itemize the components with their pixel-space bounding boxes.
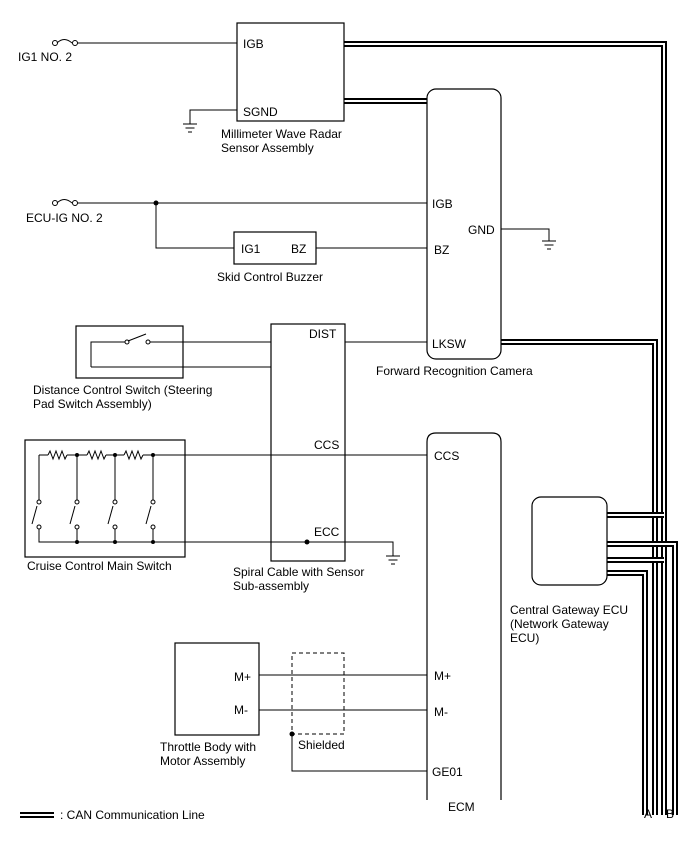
ecm-box	[426, 432, 502, 800]
ecm-label: ECM	[448, 800, 475, 814]
spiral-label-line2: Sub-assembly	[233, 579, 309, 593]
ig1-source-label: IG1 NO. 2	[18, 50, 72, 64]
fuse-ig1	[52, 39, 237, 46]
buzzer-pin-ig1: IG1	[241, 242, 261, 256]
ecm-pin-ccs: CCS	[434, 449, 459, 463]
distance-switch-label-line2: Pad Switch Assembly)	[33, 397, 152, 411]
throttle-pin-mplus: M+	[234, 670, 251, 684]
spiral-pin-dist: DIST	[309, 327, 337, 341]
gateway-label-line3: ECU)	[510, 631, 539, 645]
spiral-cable-box	[270, 323, 346, 562]
spiral-label-line1: Spiral Cable with Sensor	[233, 565, 364, 579]
camera-pin-gnd: GND	[468, 223, 495, 237]
gateway-box	[531, 496, 608, 586]
connector-a-label: A	[644, 807, 652, 821]
shield-ground-wire	[291, 734, 427, 772]
ecm-pin-ge01: GE01	[432, 765, 463, 779]
can-bus-lines	[344, 41, 678, 815]
spiral-pin-ccs: CCS	[314, 438, 339, 452]
shield-box	[291, 652, 345, 735]
distance-switch-label-line1: Distance Control Switch (Steering	[33, 383, 212, 397]
buzzer-pin-bz: BZ	[291, 242, 306, 256]
gateway-label-line1: Central Gateway ECU	[510, 603, 628, 617]
throttle-body-box	[174, 642, 260, 736]
cruise-switch-label: Cruise Control Main Switch	[27, 559, 172, 573]
fuse-ecu-ig	[52, 199, 427, 249]
gateway-label-line2: (Network Gateway	[510, 617, 609, 631]
buzzer-label: Skid Control Buzzer	[217, 270, 323, 284]
ecc-ground-wire	[307, 541, 394, 556]
switch-contact-icon	[90, 333, 151, 367]
cruise-switch-circuit	[31, 449, 307, 544]
radar-pin-sgnd: SGND	[243, 105, 278, 119]
spiral-pin-ecc: ECC	[314, 525, 340, 539]
connector-b-label: B	[666, 807, 674, 821]
camera-pin-bz: BZ	[434, 243, 449, 257]
ecu-ig-source-label: ECU-IG NO. 2	[26, 211, 103, 225]
cruise-switch-box	[24, 439, 186, 558]
throttle-pin-mminus: M-	[234, 703, 248, 717]
throttle-label-line1: Throttle Body with	[160, 740, 256, 754]
ground-icon	[386, 555, 400, 565]
camera-label: Forward Recognition Camera	[376, 364, 533, 378]
throttle-label-line2: Motor Assembly	[160, 754, 245, 768]
radar-label-line1: Millimeter Wave Radar	[221, 127, 342, 141]
camera-pin-lksw: LKSW	[432, 337, 467, 351]
ground-icon	[183, 123, 197, 133]
ecm-pin-mminus: M-	[434, 705, 448, 719]
camera-ground-wire	[501, 228, 550, 241]
ecm-pin-mplus: M+	[434, 669, 451, 683]
legend-label: : CAN Communication Line	[60, 808, 205, 822]
camera-box	[426, 88, 502, 360]
radar-label-line2: Sensor Assembly	[221, 141, 314, 155]
radar-pin-igb: IGB	[243, 37, 264, 51]
camera-pin-igb: IGB	[432, 197, 453, 211]
radar-sensor-box	[236, 22, 345, 122]
buzzer-box	[233, 231, 317, 265]
radar-ground-wire	[189, 109, 237, 124]
ground-icon	[542, 240, 556, 250]
distance-switch-box	[75, 325, 184, 379]
shield-label: Shielded	[298, 738, 345, 752]
